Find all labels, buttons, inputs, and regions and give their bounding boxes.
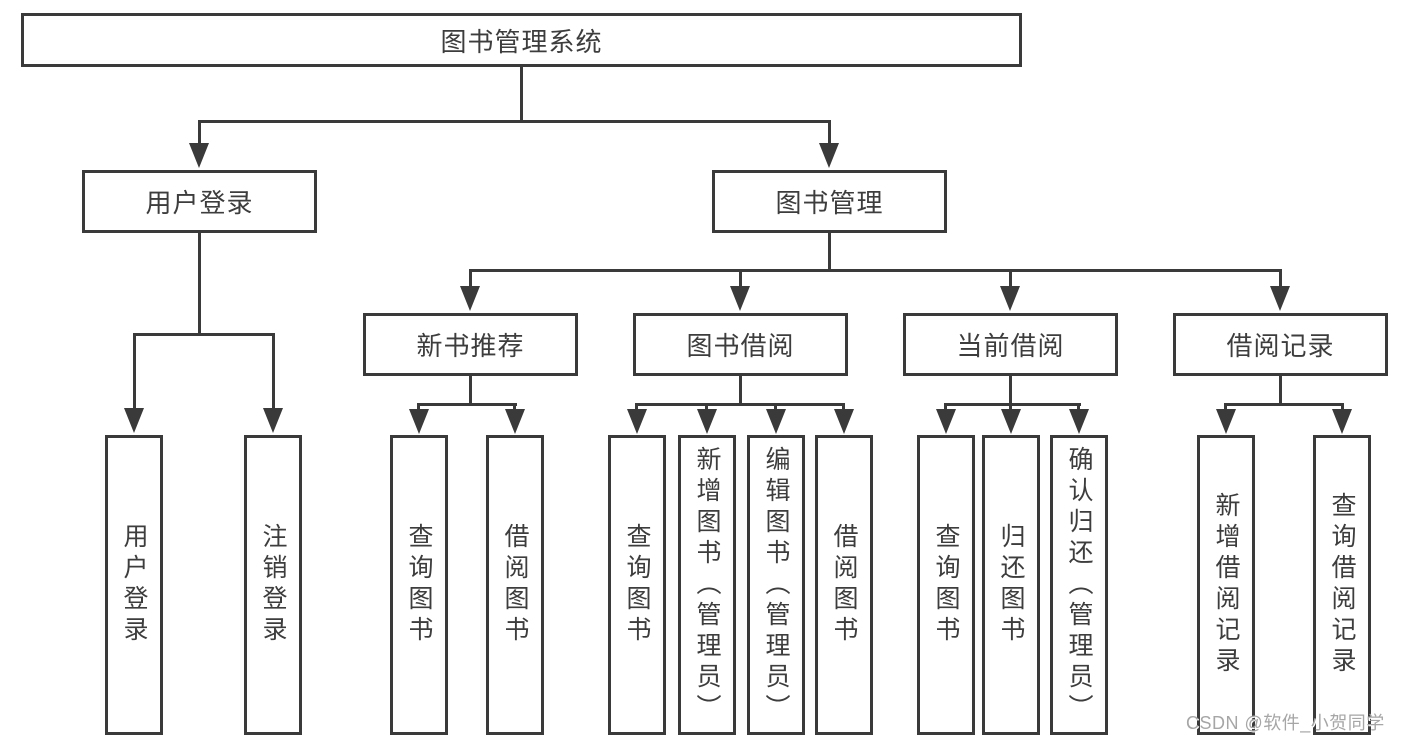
connector-mgmt-trunk — [828, 233, 831, 272]
connector-bb-trunk — [739, 374, 742, 406]
node-book-borrowing-label: 图书借阅 — [686, 331, 795, 361]
connector-bb-crossbar — [635, 403, 845, 406]
node-root-label: 图书管理系统 — [440, 26, 603, 57]
arrow-down-icon — [409, 409, 429, 434]
node-user-login: 用户登录 — [82, 170, 317, 233]
arrow-down-icon — [936, 409, 956, 434]
node-current-borrowing: 当前借阅 — [903, 313, 1118, 376]
leaf-bb-query-books: 查询图书 — [608, 435, 666, 735]
leaf-nb-borrow-books-label: 借阅图书 — [501, 523, 529, 647]
leaf-user-login: 用户登录 — [105, 435, 163, 735]
connector-user-trunk — [198, 233, 201, 336]
leaf-bb-edit-books-admin-label: 编辑图书（管理员） — [762, 445, 790, 725]
leaf-bb-borrow-books: 借阅图书 — [815, 435, 873, 735]
connector-user-stem-right — [272, 333, 275, 412]
connector-user-crossbar — [133, 333, 274, 336]
arrow-down-icon — [1216, 409, 1236, 434]
node-borrowing-records: 借阅记录 — [1173, 313, 1388, 376]
arrow-down-icon — [1332, 409, 1352, 434]
connector-br-crossbar — [1224, 403, 1344, 406]
leaf-br-query-record: 查询借阅记录 — [1313, 435, 1371, 735]
node-book-borrowing: 图书借阅 — [633, 313, 848, 376]
arrow-down-icon — [730, 286, 750, 311]
connector-cb-trunk — [1009, 374, 1012, 406]
connector-root-stem-left — [198, 120, 201, 150]
connector-root-stem-right — [828, 120, 831, 150]
connector-mgmt-stem-3 — [1009, 269, 1012, 293]
node-new-book-recommend: 新书推荐 — [363, 313, 578, 376]
leaf-cb-confirm-return-admin: 确认归还（管理员） — [1050, 435, 1108, 735]
connector-root-crossbar — [198, 120, 831, 123]
arrow-down-icon — [834, 409, 854, 434]
leaf-bb-query-books-label: 查询图书 — [623, 523, 651, 647]
arrow-down-icon — [766, 409, 786, 434]
connector-root-trunk — [520, 66, 523, 123]
leaf-cb-query-books-label: 查询图书 — [932, 523, 960, 647]
leaf-nb-query-books-label: 查询图书 — [405, 523, 433, 647]
leaf-cb-return-books: 归还图书 — [982, 435, 1040, 735]
leaf-cb-confirm-return-admin-label: 确认归还（管理员） — [1065, 445, 1093, 725]
leaf-logout: 注销登录 — [244, 435, 302, 735]
connector-mgmt-stem-4 — [1279, 269, 1282, 293]
leaf-nb-borrow-books: 借阅图书 — [486, 435, 544, 735]
arrow-down-icon — [124, 408, 144, 433]
arrow-down-icon — [1000, 286, 1020, 311]
connector-nb-crossbar — [417, 403, 517, 406]
connector-mgmt-stem-1 — [469, 269, 472, 293]
arrow-down-icon — [1069, 409, 1089, 434]
leaf-bb-edit-books-admin: 编辑图书（管理员） — [747, 435, 805, 735]
node-user-login-label: 用户登录 — [145, 188, 254, 218]
arrow-down-icon — [627, 409, 647, 434]
node-root: 图书管理系统 — [21, 13, 1022, 67]
connector-cb-crossbar — [944, 403, 1081, 406]
connector-mgmt-crossbar — [469, 269, 1281, 272]
leaf-cb-return-books-label: 归还图书 — [997, 523, 1025, 647]
leaf-bb-borrow-books-label: 借阅图书 — [830, 523, 858, 647]
connector-mgmt-stem-2 — [739, 269, 742, 293]
arrow-down-icon — [505, 409, 525, 434]
arrow-down-icon — [697, 409, 717, 434]
watermark-text: CSDN @软件_小贺同学 — [1186, 713, 1385, 733]
connector-br-trunk — [1279, 374, 1282, 406]
leaf-br-add-record: 新增借阅记录 — [1197, 435, 1255, 735]
arrow-down-icon — [189, 143, 209, 168]
leaf-nb-query-books: 查询图书 — [390, 435, 448, 735]
arrow-down-icon — [1270, 286, 1290, 311]
node-current-borrowing-label: 当前借阅 — [956, 331, 1065, 361]
leaf-user-login-label: 用户登录 — [120, 523, 148, 647]
node-book-management: 图书管理 — [712, 170, 947, 233]
node-borrowing-records-label: 借阅记录 — [1226, 331, 1335, 361]
node-new-book-recommend-label: 新书推荐 — [416, 331, 525, 361]
leaf-cb-query-books: 查询图书 — [917, 435, 975, 735]
arrow-down-icon — [819, 143, 839, 168]
arrow-down-icon — [1001, 409, 1021, 434]
arrow-down-icon — [460, 286, 480, 311]
connector-user-stem-left — [133, 333, 136, 412]
node-book-management-label: 图书管理 — [775, 188, 884, 218]
leaf-logout-label: 注销登录 — [259, 523, 287, 647]
arrow-down-icon — [263, 408, 283, 433]
leaf-br-add-record-label: 新增借阅记录 — [1212, 492, 1240, 678]
connector-nb-trunk — [469, 374, 472, 406]
leaf-bb-add-books-admin-label: 新增图书（管理员） — [693, 445, 721, 725]
leaf-br-query-record-label: 查询借阅记录 — [1328, 492, 1356, 678]
leaf-bb-add-books-admin: 新增图书（管理员） — [678, 435, 736, 735]
